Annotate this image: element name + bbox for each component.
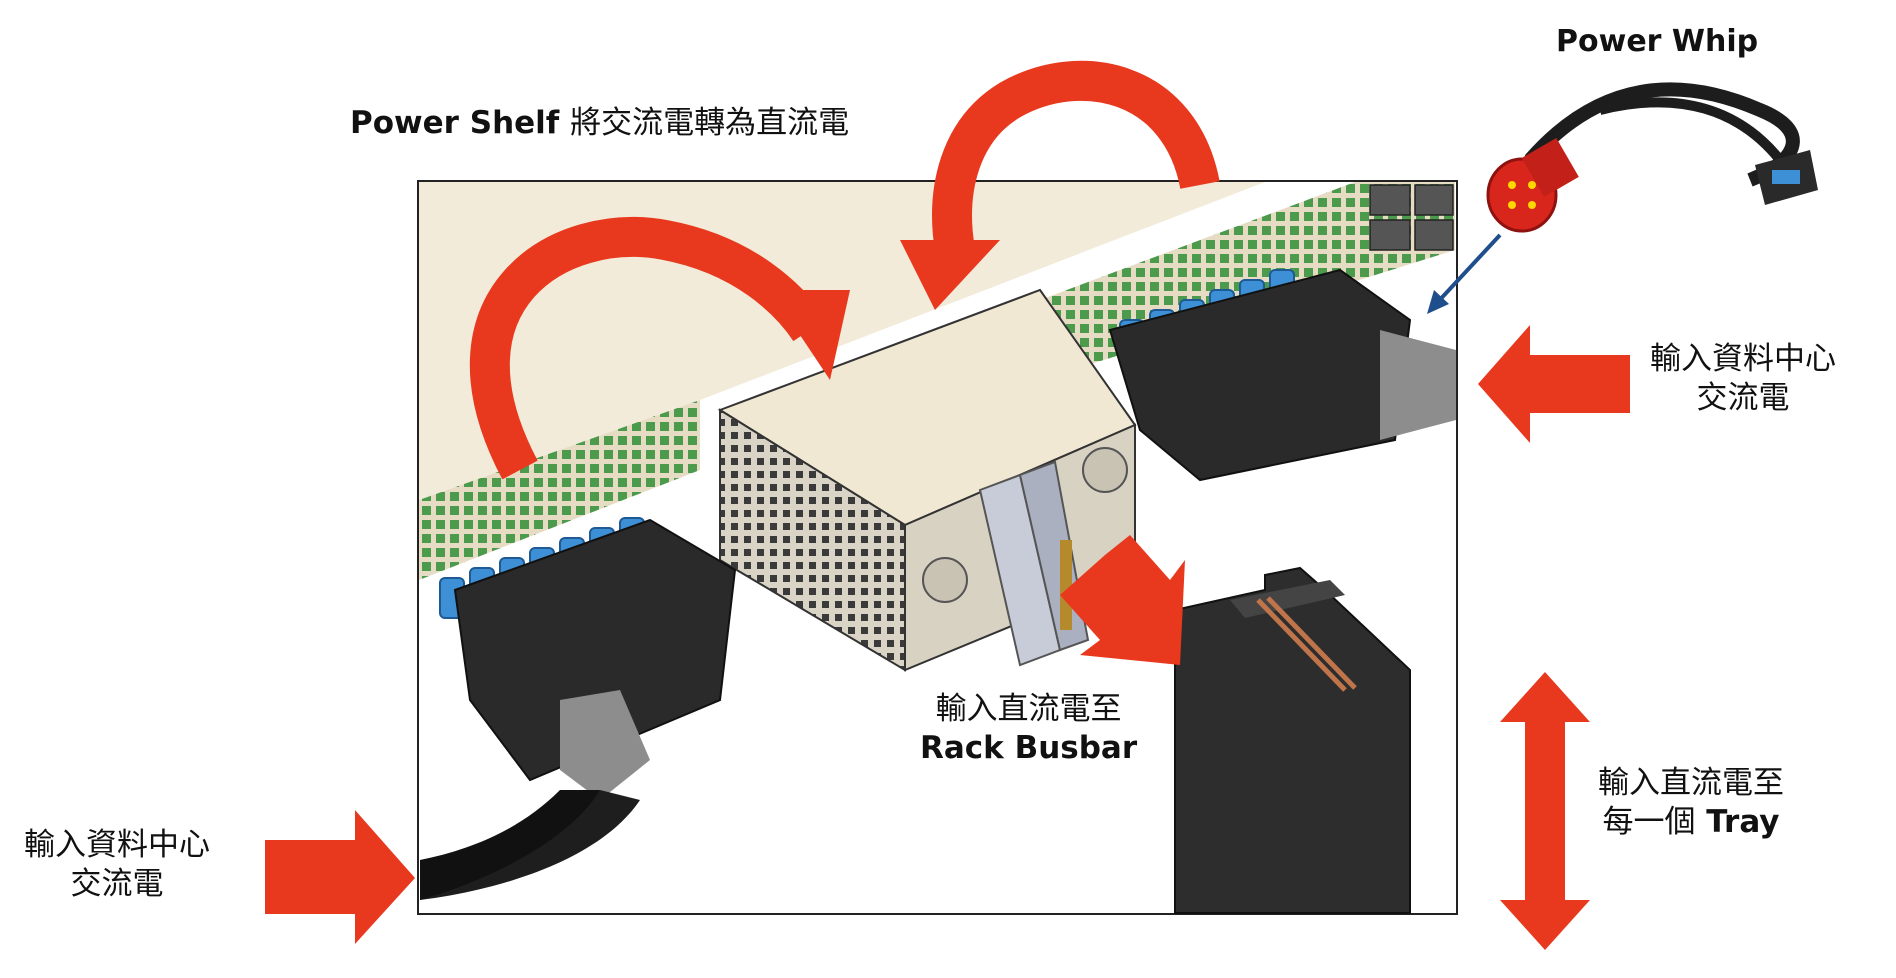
whip-plug: [1486, 137, 1579, 233]
ac-connector-left: [420, 518, 737, 900]
dc-tray-line1: 輸入直流電至: [1598, 765, 1784, 801]
arrow-left-icon: [1478, 325, 1630, 443]
dc-tray-line2: 每一個 Tray: [1598, 803, 1784, 842]
ac-input-left-line1: 輸入資料中心: [24, 827, 210, 863]
arrow-down-right-icon: [1060, 535, 1185, 665]
ac-connector-right: [1108, 268, 1456, 482]
curved-arrow-icon: [900, 60, 1220, 310]
server-tray: [1174, 566, 1411, 914]
dc-tray-line2-en: Tray: [1706, 803, 1780, 840]
arrow-right-icon: [265, 810, 415, 944]
curved-arrow-icon: [469, 217, 850, 480]
dc-busbar-line1: 輸入直流電至: [935, 691, 1122, 727]
whip-pointer-head: [1427, 290, 1449, 314]
ac-input-left-label: 輸入資料中心 交流電: [24, 826, 210, 904]
dc-tray-label: 輸入直流電至 每一個 Tray: [1598, 764, 1784, 842]
power-whip-image: [1427, 82, 1818, 314]
power-shelf-caption-zh: 將交流電轉為直流電: [570, 105, 850, 141]
power-shelf-caption-en: Power Shelf: [350, 105, 560, 141]
power-shelf-caption: Power Shelf 將交流電轉為直流電: [350, 104, 849, 143]
ac-input-right-line1: 輸入資料中心: [1650, 341, 1836, 377]
whip-connector: [1755, 150, 1818, 205]
dc-busbar-line2: Rack Busbar: [920, 729, 1138, 766]
arrow-up-down-icon: [1500, 672, 1590, 950]
whip-pointer-line: [1433, 233, 1502, 307]
ac-input-right-label: 輸入資料中心 交流電: [1650, 340, 1836, 418]
power-whip-label: Power Whip: [1556, 24, 1759, 59]
ac-input-left-line2: 交流電: [70, 865, 164, 902]
vent-panel-left: [419, 400, 700, 580]
dc-tray-line2-zh: 每一個: [1602, 803, 1696, 840]
ac-input-right-line2: 交流電: [1696, 379, 1790, 416]
shelf-top-surface: [419, 182, 1265, 500]
dc-busbar-label: 輸入直流電至 Rack Busbar: [920, 690, 1137, 768]
network-ports: [1369, 184, 1454, 251]
